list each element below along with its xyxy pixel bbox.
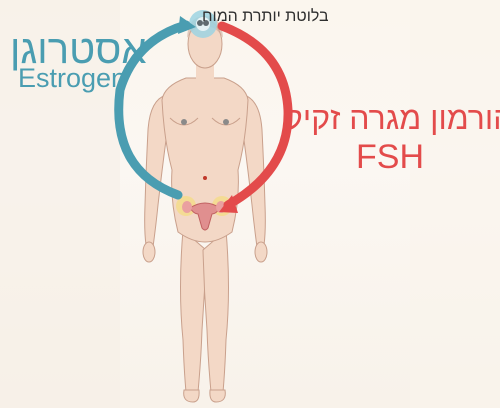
left-leg — [181, 230, 207, 392]
nipple-right — [223, 119, 229, 125]
left-hand — [143, 242, 155, 262]
fsh-english-label: FSH — [356, 138, 424, 177]
navel — [203, 176, 207, 180]
right-foot — [210, 390, 225, 402]
pituitary-gland-label: בלוטת יותרת המוח — [202, 8, 329, 26]
fsh-hebrew-label: הורמון מגרה זקיק — [284, 100, 500, 137]
estrogen-english-label: Estrogen — [18, 63, 126, 94]
right-leg — [203, 230, 229, 392]
right-hand — [255, 242, 267, 262]
left-foot — [184, 390, 199, 402]
nipple-left — [181, 119, 187, 125]
